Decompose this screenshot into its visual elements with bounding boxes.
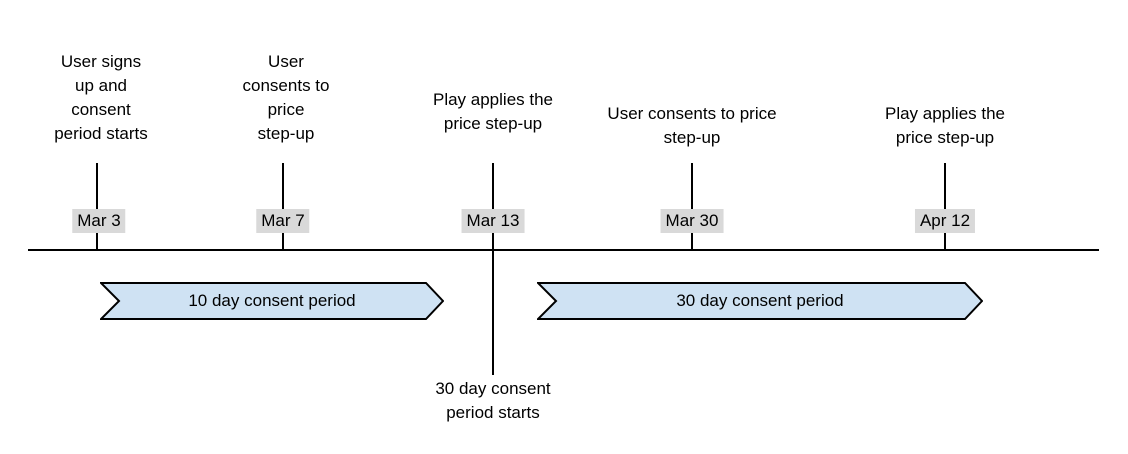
event-tick-mar7 <box>282 163 284 250</box>
event-label-apr12: Play applies the price step-up <box>884 104 1006 147</box>
consent-period-banner-10day: 10 day consent period <box>100 282 444 320</box>
event-date-badge-mar3: Mar 3 <box>72 209 126 233</box>
event-date-badge-mar13: Mar 13 <box>461 209 525 233</box>
consent-period-label-10day: 10 day consent period <box>188 291 356 310</box>
event-date-badge-apr12: Apr 12 <box>914 209 976 233</box>
chevron-banner-polygon <box>537 282 983 320</box>
event-label-mar7: User consents to price step-up <box>242 52 330 143</box>
chevron-banner-polygon <box>100 282 444 320</box>
event-date-badge-mar7: Mar 7 <box>256 209 310 233</box>
event-date-badge-mar30: Mar 30 <box>660 209 724 233</box>
event-label-mar13: Play applies the price step-up <box>432 90 554 133</box>
event-tick-mar3 <box>96 163 98 250</box>
timeline-axis-line <box>28 249 1099 251</box>
event-below-label-mar13: 30 day consent period starts <box>435 379 551 422</box>
event-tick-mar13 <box>492 163 494 375</box>
chevron-banner-shape <box>537 282 983 320</box>
event-label-mar30: User consents to price step-up <box>607 104 777 147</box>
chevron-banner-shape <box>100 282 444 320</box>
consent-period-label-30day: 30 day consent period <box>676 291 844 310</box>
event-tick-apr12 <box>944 163 946 250</box>
event-label-mar3: User signs up and consent period starts <box>54 52 148 143</box>
event-tick-mar30 <box>691 163 693 250</box>
consent-period-banner-30day: 30 day consent period <box>537 282 983 320</box>
